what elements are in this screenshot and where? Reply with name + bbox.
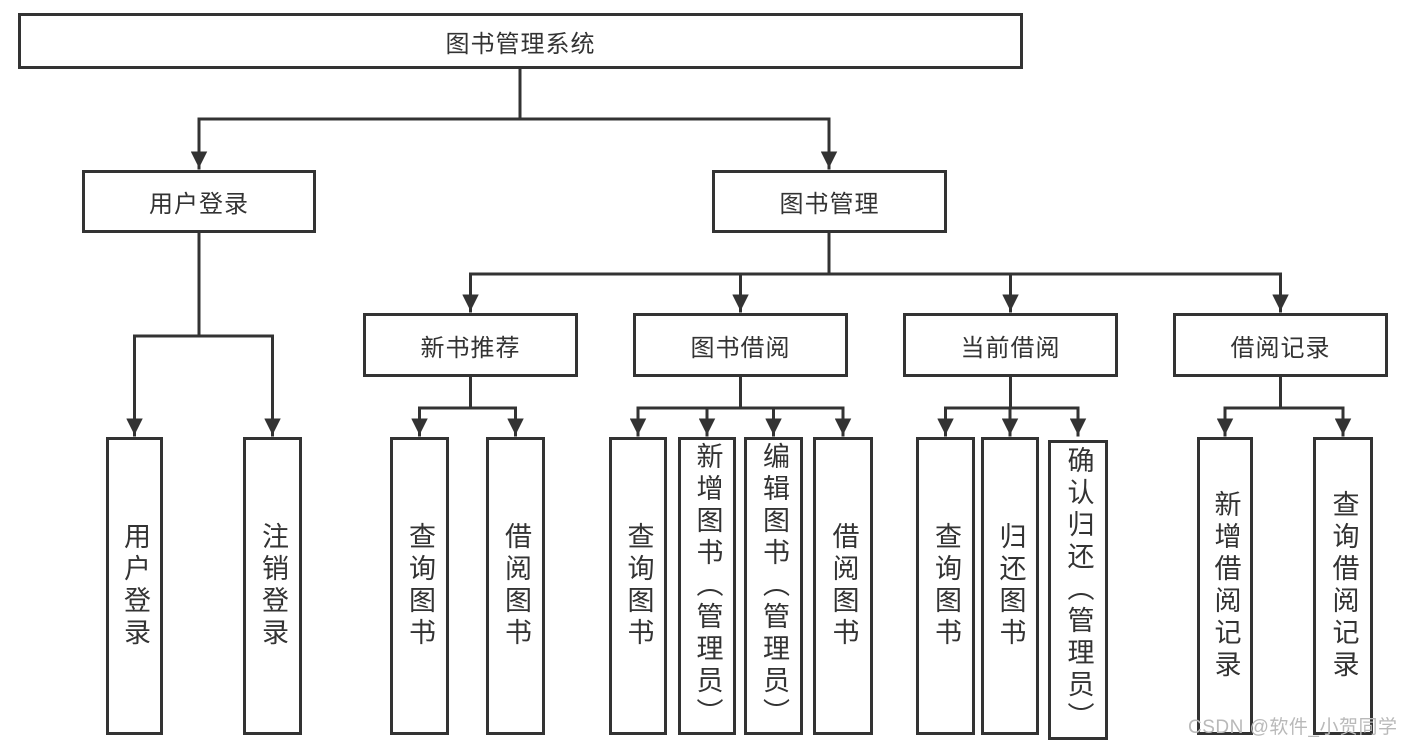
leaf-logout: 注销登录: [243, 437, 302, 735]
node-user-login: 用户登录: [82, 170, 316, 233]
leaf-user-login: 用户登录: [106, 437, 163, 735]
leaf-borrow-books-2: 借阅图书: [813, 437, 873, 735]
leaf-return-books: 归还图书: [981, 437, 1039, 735]
leaf-query-books-1: 查询图书: [390, 437, 449, 735]
node-book-borrow: 图书借阅: [633, 313, 848, 377]
leaf-query-books-2: 查询图书: [609, 437, 667, 735]
leaf-borrow-books-1: 借阅图书: [486, 437, 545, 735]
leaf-confirm-return: 确认归还（管理员）: [1048, 440, 1108, 740]
leaf-query-borrow-record: 查询借阅记录: [1313, 437, 1373, 735]
leaf-add-borrow-record: 新增借阅记录: [1197, 437, 1253, 735]
node-new-book-rec: 新书推荐: [363, 313, 578, 377]
leaf-query-books-3: 查询图书: [916, 437, 975, 735]
csdn-watermark: CSDN @软件_小贺同学: [1188, 717, 1398, 738]
node-book-mgmt: 图书管理: [712, 170, 947, 233]
node-root: 图书管理系统: [18, 13, 1023, 69]
node-borrow-record: 借阅记录: [1173, 313, 1388, 377]
leaf-add-books: 新增图书（管理员）: [678, 437, 736, 735]
node-current-borrow: 当前借阅: [903, 313, 1118, 377]
leaf-edit-books: 编辑图书（管理员）: [744, 437, 803, 735]
